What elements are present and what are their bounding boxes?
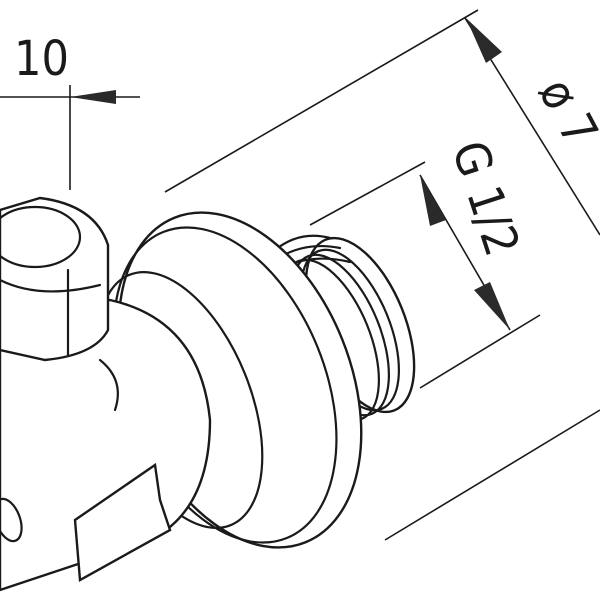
dimension-diameter-label: ø 7 bbox=[527, 69, 600, 155]
dimension-10: 10 bbox=[0, 31, 140, 190]
dimension-thread-label: G 1/2 bbox=[441, 134, 530, 262]
hex-nut bbox=[0, 196, 110, 362]
valve-body bbox=[0, 298, 212, 592]
dimension-10-label: 10 bbox=[14, 31, 69, 87]
